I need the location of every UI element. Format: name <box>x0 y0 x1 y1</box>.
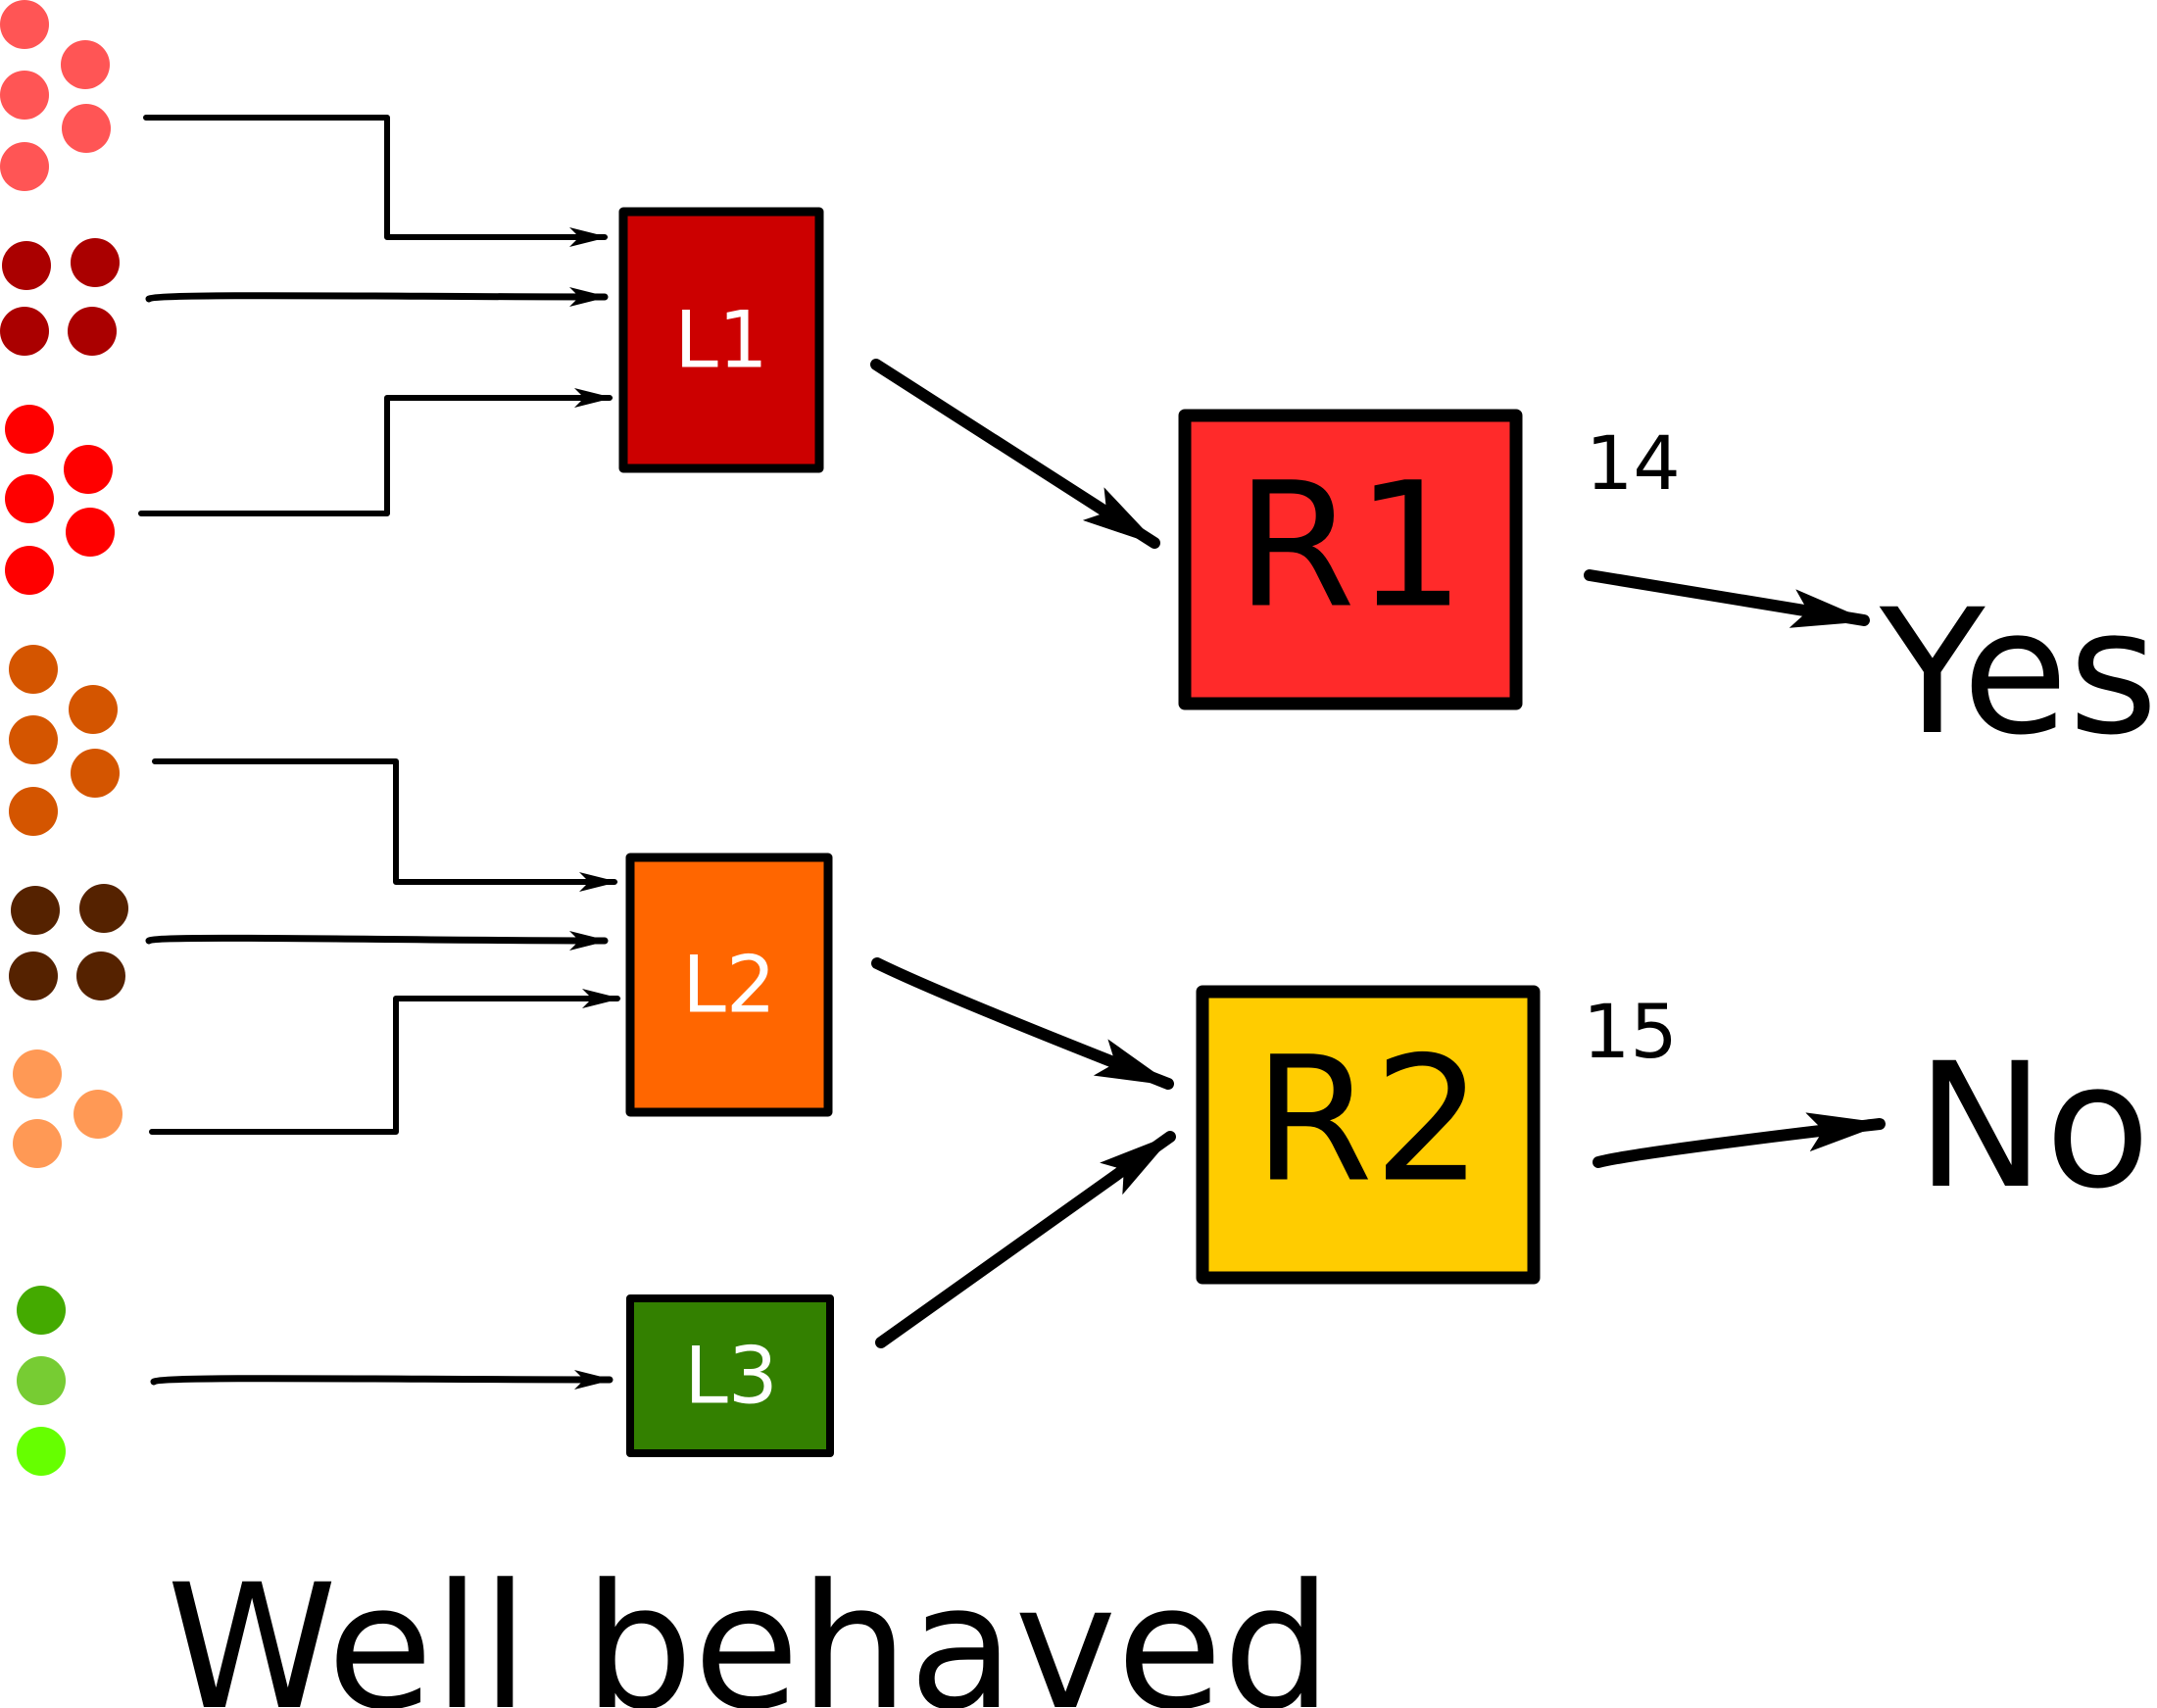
node-l3: L3 <box>626 1294 834 1457</box>
connector-group5-to-l2 <box>145 930 609 951</box>
node-r2: R2 <box>1196 985 1541 1285</box>
node-l2: L2 <box>625 853 833 1117</box>
r2-superscript: 15 <box>1583 988 1678 1075</box>
node-r1-label: R1 <box>1236 446 1465 647</box>
node-l1-box <box>618 207 824 473</box>
dot-group-6 <box>13 1049 123 1168</box>
node-l3-label: L3 <box>684 1331 777 1422</box>
dot-group-1 <box>0 0 111 191</box>
node-r2-box <box>1196 985 1541 1285</box>
node-l3-box <box>626 1294 834 1457</box>
node-l1-label: L1 <box>674 295 767 386</box>
dot-group-7 <box>17 1286 66 1476</box>
node-l2-box <box>625 853 833 1117</box>
connector-r1-to-yes <box>1584 569 1870 628</box>
connector-l2-to-r2 <box>871 957 1174 1090</box>
connector-r2-to-no <box>1593 1112 1886 1168</box>
connector-l3-to-r2 <box>875 1131 1176 1348</box>
connector-group2-to-l1 <box>145 286 609 307</box>
connector-group1-to-l1 <box>143 115 609 247</box>
node-r1: R1 <box>1178 409 1523 710</box>
dot-group-4 <box>9 645 120 836</box>
dot-group-5 <box>9 884 128 1000</box>
connector-l1-to-r1 <box>870 359 1160 549</box>
dot-group-2 <box>0 238 120 356</box>
connector-group6-to-l2 <box>149 989 621 1135</box>
r1-superscript: 14 <box>1586 419 1681 507</box>
connector-group3-to-l1 <box>138 388 613 516</box>
node-l2-label: L2 <box>682 940 775 1031</box>
connector-group4-to-l2 <box>152 758 618 892</box>
connector-group7-to-l3 <box>150 1369 613 1390</box>
dot-group-3 <box>5 405 115 595</box>
outcome-no: No <box>1916 1026 2150 1227</box>
caption: Well behaved <box>167 1547 1332 1708</box>
outcome-yes: Yes <box>1879 572 2157 773</box>
node-l1: L1 <box>618 207 824 473</box>
node-r1-box <box>1178 409 1523 710</box>
node-r2-label: R2 <box>1253 1020 1483 1221</box>
